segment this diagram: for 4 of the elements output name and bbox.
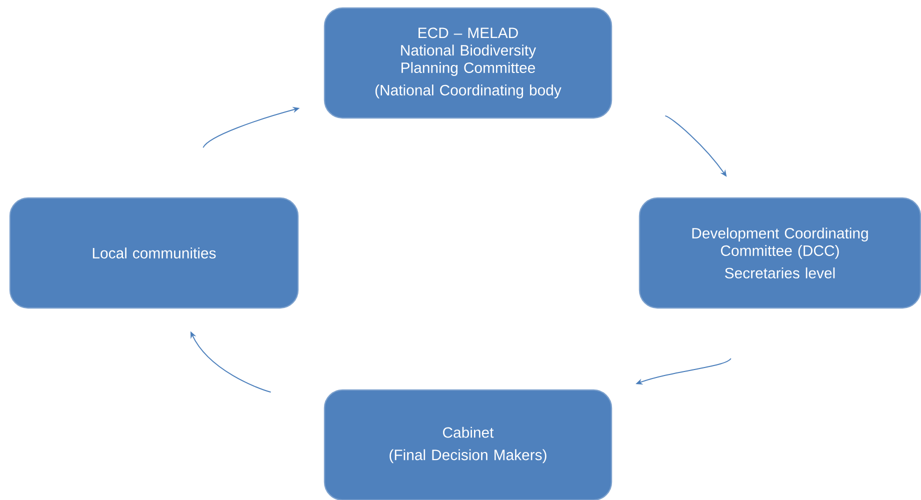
- process-box: ECD – MELAD National Biodiversity Planning Committee (National Coordinating body: [324, 7, 612, 119]
- process-box: Development Coordinating Committee (DCC) Secretaries level: [638, 197, 921, 309]
- process-box: Cabinet (Final Decision Makers): [324, 389, 612, 500]
- process-box: Local communities: [9, 197, 299, 309]
